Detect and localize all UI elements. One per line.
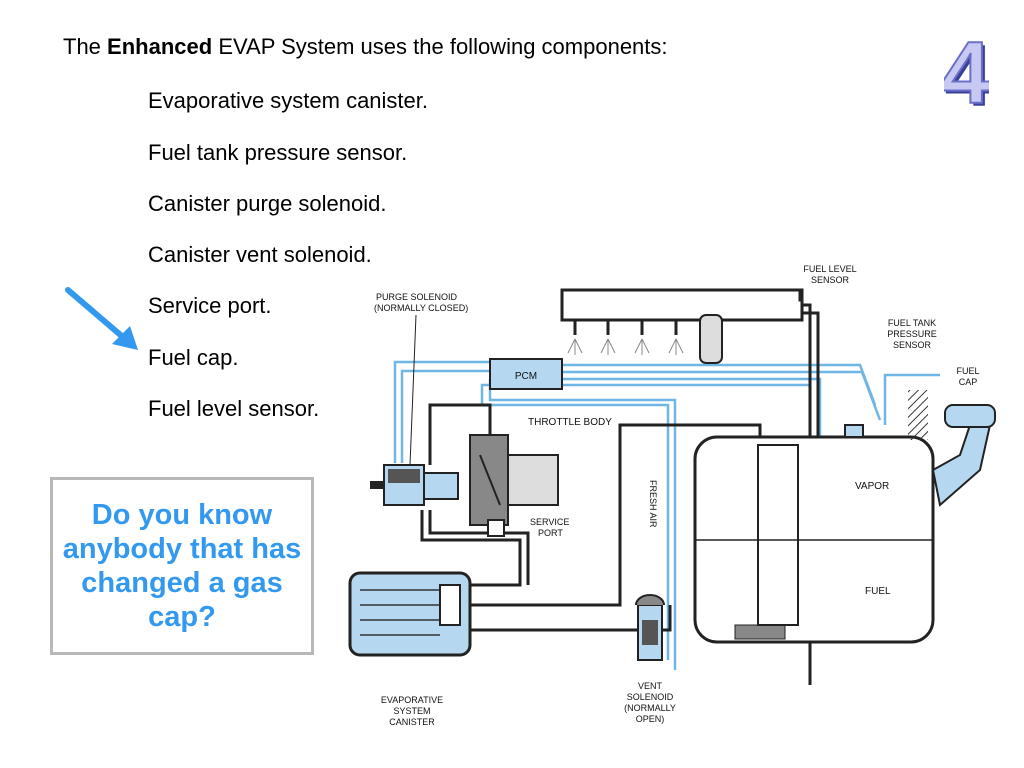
- component-item: Fuel tank pressure sensor.: [148, 140, 408, 165]
- slide-number-shadow: 4: [945, 30, 989, 115]
- canister-label-1: EVAPORATIVE: [381, 695, 443, 705]
- callout-box: Do you know anybody that has changed a g…: [50, 477, 314, 655]
- vapor-label: VAPOR: [855, 481, 889, 492]
- canister-label-3: CANISTER: [389, 717, 435, 727]
- slide-number: 4 4: [944, 30, 989, 115]
- throttle-body: [469, 434, 559, 526]
- fuel-level-label-1: FUEL LEVEL: [803, 264, 856, 274]
- pcm-label: PCM: [515, 371, 537, 382]
- service-port: [487, 519, 505, 537]
- fuel-tank: [693, 424, 935, 644]
- component-item: Canister vent solenoid.: [148, 242, 372, 267]
- purge-label-2: (NORMALLY CLOSED): [374, 303, 468, 313]
- slide-number-text: 4: [944, 30, 989, 115]
- component-item: Service port.: [148, 293, 272, 318]
- fuel-level-label-2: SENSOR: [811, 275, 850, 285]
- canister-label-2: SYSTEM: [393, 706, 430, 716]
- callout-text: Do you know anybody that has changed a g…: [62, 498, 302, 634]
- service-label-1: SERVICE: [530, 517, 569, 527]
- pcm-box: [489, 358, 563, 390]
- pointer-arrow-icon: [65, 287, 138, 350]
- purge-label-1: PURGE SOLENOID: [376, 292, 458, 302]
- fuel-regulator: [699, 314, 723, 364]
- vent-label-3: (NORMALLY: [624, 703, 676, 713]
- pressure-label-2: PRESSURE: [887, 329, 937, 339]
- pressure-label-1: FUEL TANK: [888, 318, 936, 328]
- evap-system-diagram: PCM THROTTLE BODY PURGE SOLENOID (NORMAL…: [348, 264, 996, 727]
- vent-label-1: VENT: [638, 681, 663, 691]
- vent-label-4: OPEN): [636, 714, 665, 724]
- fresh-air-label: FRESH AIR: [648, 480, 658, 528]
- slide-heading: The Enhanced EVAP System uses the follow…: [63, 34, 668, 60]
- fuel-tank-label: FUEL: [865, 586, 891, 597]
- vent-label-2: SOLENOID: [627, 692, 674, 702]
- filler-neck: [908, 390, 996, 507]
- evap-canister: [348, 571, 472, 657]
- component-item: Canister purge solenoid.: [148, 191, 387, 216]
- fuel-rail: [560, 288, 820, 685]
- cap-label-2: CAP: [959, 377, 978, 387]
- component-item: Evaporative system canister.: [148, 88, 429, 113]
- vapor-hoses: [420, 403, 762, 632]
- heading-emphasis: Enhanced: [107, 34, 213, 59]
- throttle-label: THROTTLE BODY: [528, 417, 612, 428]
- heading-suffix: EVAP System uses the following component…: [218, 34, 668, 59]
- component-item: Fuel level sensor.: [148, 396, 320, 421]
- injector-sprays: [567, 338, 684, 355]
- heading-prefix: The: [63, 34, 101, 59]
- cap-label-1: FUEL: [956, 366, 979, 376]
- purge-solenoid: [370, 464, 459, 506]
- service-label-2: PORT: [538, 528, 563, 538]
- pressure-label-3: SENSOR: [893, 340, 932, 350]
- component-item: Fuel cap.: [148, 345, 239, 370]
- vent-solenoid: [635, 594, 665, 661]
